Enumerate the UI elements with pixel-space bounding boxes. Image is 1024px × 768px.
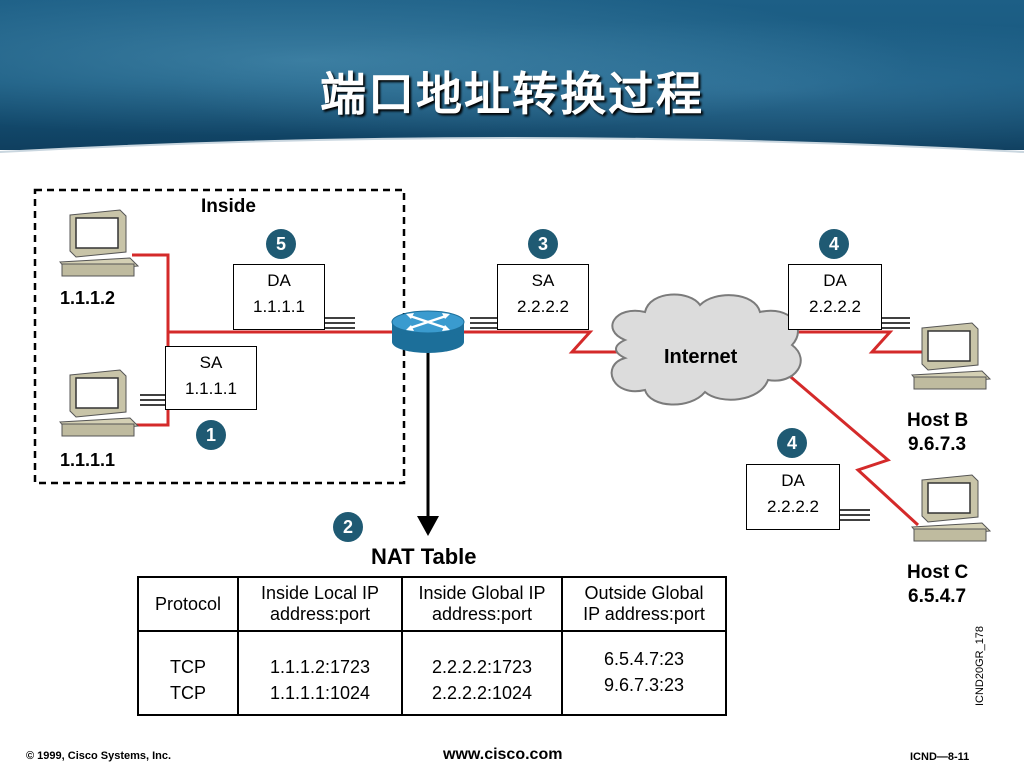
step-badge-4a: 4 [819,229,849,259]
step-badge-5: 5 [266,229,296,259]
router-icon [391,310,465,353]
figure-code: ICND20GR_178 [974,625,987,707]
packet3-lines [470,317,500,329]
packet-4a-address: 2.2.2.2 [809,297,861,316]
title-banner [0,0,1024,150]
packet5-lines [325,317,355,329]
inside-region [33,188,406,485]
step-badge-2: 2 [333,512,363,542]
host-c-ip: 6.5.4.7 [908,586,967,607]
packet-4b: DA 2.2.2.2 [746,464,840,530]
inside-label: Inside [201,196,256,217]
packet-4a: DA 2.2.2.2 [788,264,882,330]
footer-copyright: © 1999, Cisco Systems, Inc. [26,750,172,762]
internet-label: Internet [664,346,738,368]
host-ip-inside-bottom: 1.1.1.1 [60,450,116,470]
link-internet-hostc [784,370,920,527]
internet-cloud [610,293,802,406]
step-badge-1: 1 [196,420,226,450]
packet-5-address: 1.1.1.1 [253,297,305,316]
nat-table-title: NAT Table [371,544,477,569]
host-c-name: Host C [907,562,969,583]
nat-header-protocol: Protocol [137,577,239,631]
packet-4a-field: DA [823,271,847,290]
computer-icon-inside-bottom [59,369,140,437]
packet4b-lines [838,509,870,521]
packet-1-field: SA [199,353,223,372]
packet-3: SA 2.2.2.2 [497,264,589,330]
host-b-name: Host B [907,410,969,431]
nat-arrow-head [417,516,439,536]
packet-4b-field: DA [781,471,805,490]
packet-5-field: DA [267,271,291,290]
packet-4b-address: 2.2.2.2 [767,497,819,516]
computer-icon-inside-top [59,209,140,277]
packet-3-field: SA [531,271,555,290]
footer-page-number: ICND—8-11 [910,751,970,763]
footer-website[interactable]: www.cisco.com [443,746,563,763]
link-host-bottom [132,332,170,427]
banner-curve [0,110,1024,170]
host-ip-inside-top: 1.1.1.2 [60,288,116,308]
computer-icon-host-c [911,474,992,542]
computer-icon-host-b [911,322,992,390]
link-host-top [132,253,170,332]
link-internet-hostb [790,330,925,354]
page-title: 端口地址转换过程 [320,67,704,121]
packet-3-address: 2.2.2.2 [517,297,569,316]
step-badge-3: 3 [528,229,558,259]
packet-1: SA 1.1.1.1 [165,346,257,410]
host-b-ip: 9.6.7.3 [908,434,967,455]
link-router-internet [462,330,620,354]
packet4a-lines [880,317,910,329]
step-badge-4b: 4 [777,428,807,458]
packet-5: DA 1.1.1.1 [233,264,325,330]
packet-1-address: 1.1.1.1 [185,379,237,398]
